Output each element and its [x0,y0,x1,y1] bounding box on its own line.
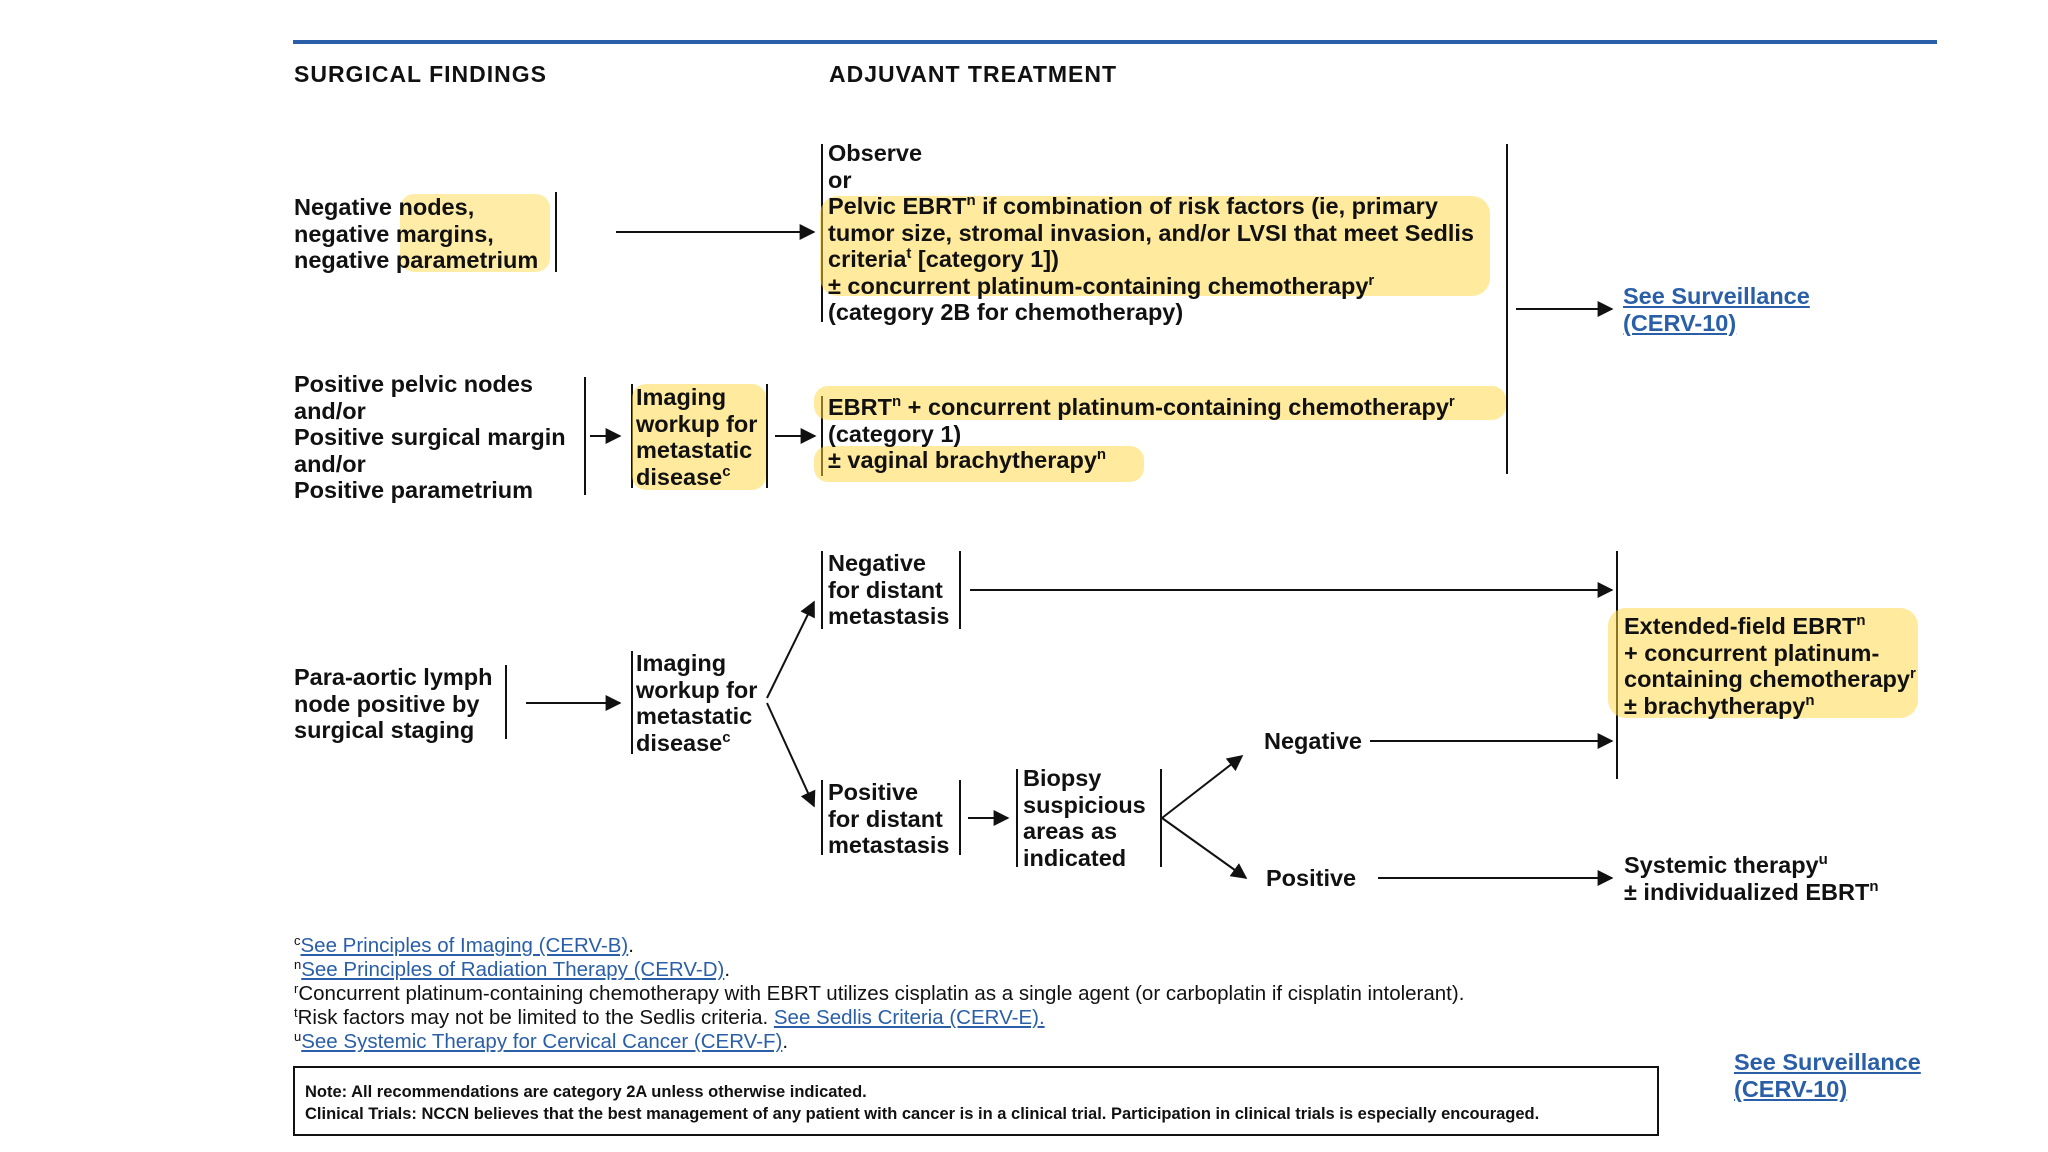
branch-negative-label: Negative [1264,728,1362,754]
systemic-therapy: Systemic therapyu ± individualized EBRTn [1624,851,1879,905]
negative-distant-metastasis: Negative for distant metastasis [828,550,950,629]
arrow-biopsy-to-positive [1161,817,1248,879]
treatment-observe-or-ebrt: Observe or Pelvic EBRTn if combination o… [828,140,1474,325]
arrow-imaging-to-negative-distant [766,600,815,699]
imaging-workup-pelvic: Imaging workup for metastatic diseasec [636,384,758,490]
footnote-n-link[interactable]: See Principles of Radiation Therapy (CER… [301,958,725,981]
positive-distant-metastasis: Positive for distant metastasis [828,779,950,858]
note-line-2: Clinical Trials: NCCN believes that the … [305,1104,1540,1123]
header-surgical-findings: SURGICAL FINDINGS [294,61,547,87]
branch-positive-label: Positive [1266,865,1357,891]
arrow-imaging-to-positive-distant [766,702,816,808]
biopsy-box: Biopsy suspicious areas as indicated [1023,765,1146,871]
imaging-workup-para-aortic: Imaging workup for metastatic diseasec [636,650,758,756]
footnote-u: uSee Systemic Therapy for Cervical Cance… [294,1029,789,1053]
bar-positive-findings-right [584,377,586,495]
bar-biopsy-left [1016,769,1018,867]
note-line-1: Note: All recommendations are category 2… [305,1083,867,1101]
footnote-c-link[interactable]: See Principles of Imaging (CERV-B) [300,934,629,957]
footnote-t: tRisk factors may not be limited to the … [294,1005,1045,1029]
highlight-mark [814,446,1144,482]
highlight-mark [632,384,766,490]
bar-treatment-right [1506,144,1508,474]
note-box: Note: All recommendations are category 2… [293,1066,1659,1136]
arrow-biopsy-to-negative [1161,755,1244,819]
bar-negdistant-left [821,551,823,629]
footnote-r: rConcurrent platinum-containing chemothe… [294,981,1465,1005]
footnote-u-link[interactable]: See Systemic Therapy for Cervical Cancer… [301,1030,783,1053]
extended-field-ebrt: Extended-field EBRTn + concurrent platin… [1624,612,1916,719]
see-surveillance-link[interactable]: See Surveillance (CERV-10) [1623,283,1810,336]
bar-ebrt-left [821,396,823,476]
bar-biopsy-right [1160,769,1162,867]
bar-negative-findings-right [555,192,557,272]
top-rule [293,40,1937,44]
highlight-mark [1608,608,1918,718]
bar-imaging1-right [766,384,768,488]
footnote-n: nSee Principles of Radiation Therapy (CE… [294,957,731,981]
bar-negdistant-right [959,551,961,629]
treatment-ebrt-chemo: EBRTn + concurrent platinum-containing c… [828,393,1455,473]
footnote-c: cSee Principles of Imaging (CERV-B). [294,933,634,957]
finding-positive: Positive pelvic nodes and/or Positive su… [294,371,566,503]
bar-paraaortic-right [505,665,507,739]
footnote-t-link[interactable]: See Sedlis Criteria (CERV-E). [773,1006,1045,1029]
bar-posdistant-left [821,780,823,855]
header-adjuvant-treatment: ADJUVANT TREATMENT [829,61,1118,87]
see-surveillance-link-bottom[interactable]: See Surveillance (CERV-10) [1734,1049,1921,1102]
bar-posdistant-right [959,780,961,855]
highlight-mark [820,196,1490,296]
highlight-mark [400,194,550,272]
highlight-mark [814,386,1506,420]
finding-para-aortic: Para-aortic lymph node positive by surgi… [294,664,493,743]
finding-negative: Negative nodes, negative margins, negati… [294,194,539,273]
bar-imaging2-left [631,651,633,754]
